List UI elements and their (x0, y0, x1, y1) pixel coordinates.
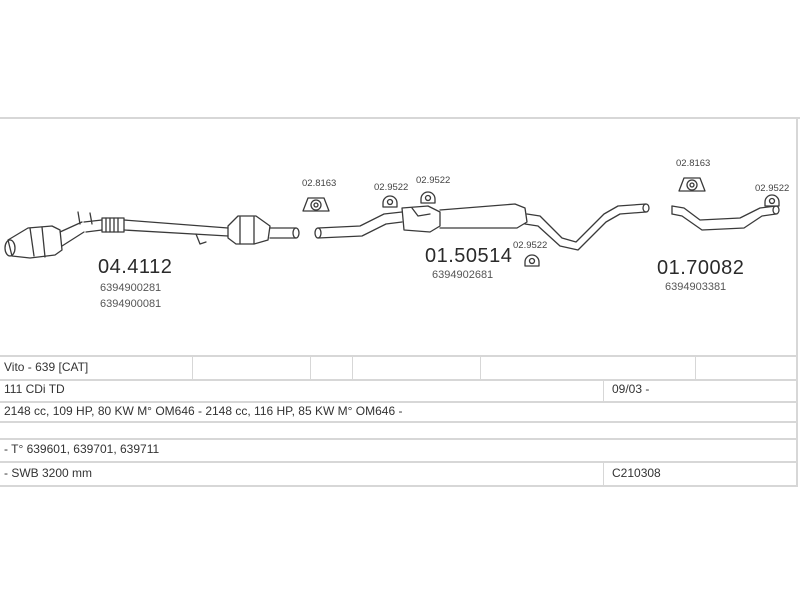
wheelbase: - SWB 3200 mm (4, 466, 93, 480)
production-date: 09/03 - (612, 382, 650, 396)
part-number-right: 01.70082 (657, 257, 745, 279)
middle-silencer (401, 203, 528, 233)
table-divider (480, 357, 481, 379)
oem-number-right-1: 6394903381 (665, 281, 727, 293)
vehicle-types: - T° 639601, 639701, 639711 (4, 442, 160, 456)
clamp-2 (382, 195, 398, 208)
oem-number-left-1: 6394900281 (100, 282, 162, 294)
clamp-3 (420, 191, 436, 204)
part-number-left: 04.4112 (98, 256, 173, 278)
table-row-wheelbase: - SWB 3200 mm C210308 (0, 463, 796, 487)
table-divider (310, 357, 311, 379)
clamp-label-2: 02.9522 (374, 182, 409, 193)
rubber-hanger-2 (678, 177, 706, 192)
table-divider (603, 463, 604, 485)
clamp-4 (524, 254, 540, 267)
catalytic-converter-2 (227, 215, 300, 245)
catalytic-converter-1 (4, 221, 85, 259)
table-row-model: Vito - 639 [CAT] (0, 355, 796, 381)
table-row-empty (0, 423, 796, 440)
part-number-middle: 01.50514 (425, 245, 513, 267)
engine-spec: 2148 cc, 109 HP, 80 KW M° OM646 - 2148 c… (4, 404, 403, 418)
oem-number-left-2: 6394900081 (100, 298, 162, 310)
table-row-engine: 111 CDi TD 09/03 - (0, 379, 796, 403)
table-divider (603, 379, 604, 401)
engine-variant: 111 CDi TD (4, 382, 65, 396)
table-row-types: - T° 639601, 639701, 639711 (0, 440, 796, 463)
diagram-frame-right (796, 117, 798, 487)
diagram-frame-top (0, 117, 800, 119)
vehicle-model: Vito - 639 [CAT] (4, 360, 89, 374)
table-divider (352, 357, 353, 379)
rubber-hanger-1 (302, 197, 330, 212)
catalog-code: C210308 (612, 466, 661, 480)
flex-joint (77, 211, 125, 233)
clamp-label-6: 02.9522 (755, 183, 790, 194)
oem-number-middle-1: 6394902681 (432, 269, 494, 281)
front-pipe-catalyst-assembly (4, 211, 300, 259)
clamp-label-5: 02.8163 (676, 158, 711, 169)
table-divider (192, 357, 193, 379)
clamp-label-3: 02.9522 (416, 175, 451, 186)
tail-pipe-assembly (671, 205, 780, 231)
clamp-6 (764, 194, 780, 207)
table-row-spec: 2148 cc, 109 HP, 80 KW M° OM646 - 2148 c… (0, 403, 796, 423)
clamp-label-4: 02.9522 (513, 240, 548, 251)
clamp-label-1: 02.8163 (302, 178, 337, 189)
middle-silencer-assembly (314, 203, 650, 251)
table-divider (695, 357, 696, 379)
